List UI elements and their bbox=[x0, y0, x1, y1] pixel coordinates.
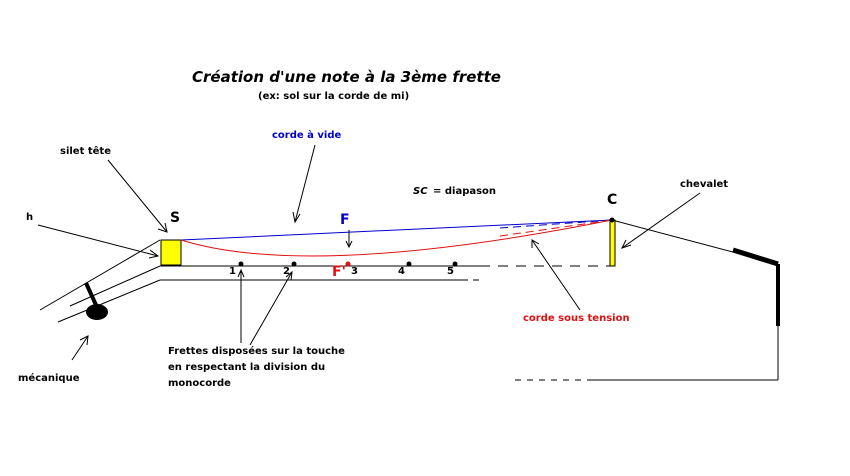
headstock-line bbox=[57, 279, 161, 323]
fret-dot-2 bbox=[291, 261, 297, 267]
fret-dot-1 bbox=[238, 261, 244, 267]
chevalet-bridge bbox=[609, 219, 616, 267]
label-c: C bbox=[607, 192, 618, 208]
diagram-subtitle: (ex: sol sur la corde de mi) bbox=[258, 91, 410, 102]
label-f: F bbox=[340, 212, 350, 228]
label-mecanique: mécanique bbox=[18, 373, 80, 384]
corde-sous-tension-curve bbox=[180, 219, 613, 257]
label-corde-sous-tension: corde sous tension bbox=[523, 313, 630, 324]
mecanique-knob bbox=[86, 304, 108, 320]
label-frettes-3: monocorde bbox=[168, 378, 231, 389]
fret-label-3: 3 bbox=[351, 266, 358, 277]
tailpiece bbox=[732, 247, 779, 267]
label-sc-eq: = diapason bbox=[433, 186, 497, 197]
fret-dot-5 bbox=[452, 261, 458, 267]
label-frettes-2: en respectant la division du bbox=[168, 362, 326, 373]
label-chevalet: chevalet bbox=[680, 179, 729, 190]
fret-label-4: 4 bbox=[398, 266, 405, 277]
red-dashed bbox=[499, 219, 613, 237]
blue-dashed bbox=[499, 219, 613, 229]
fret-label-5: 5 bbox=[447, 266, 454, 277]
headstock-line bbox=[69, 265, 161, 307]
fret-dot-4 bbox=[406, 261, 412, 267]
fret-label-1: 1 bbox=[229, 266, 236, 277]
label-corde-a-vide: corde à vide bbox=[272, 130, 342, 141]
label-s: S bbox=[170, 210, 181, 226]
fret-label-2: 2 bbox=[283, 266, 290, 277]
corde-a-vide-line bbox=[180, 219, 613, 241]
label-h: h bbox=[26, 212, 34, 223]
label-silet: silet tête bbox=[60, 146, 111, 157]
fret-dot-3 bbox=[345, 261, 351, 267]
label-f-prime: F' bbox=[332, 264, 346, 280]
mecanique-shaft bbox=[84, 282, 98, 306]
diagram-title: Création d'une note à la 3ème frette bbox=[192, 68, 501, 86]
label-frettes-1: Frettes disposées sur la touche bbox=[168, 346, 345, 357]
label-sc: SC bbox=[413, 186, 428, 197]
arrows bbox=[37, 144, 701, 361]
headstock-line bbox=[39, 239, 161, 311]
silet-nut bbox=[160, 239, 182, 266]
